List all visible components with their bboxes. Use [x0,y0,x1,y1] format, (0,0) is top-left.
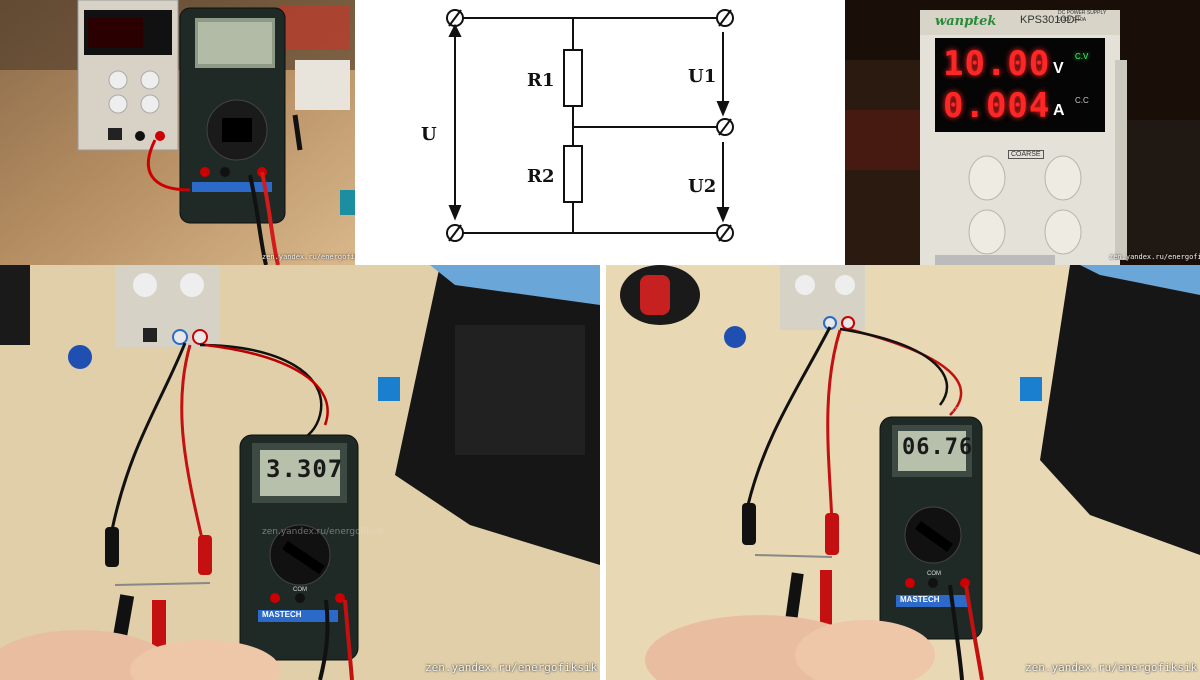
psu-current-unit: A [1053,102,1065,119]
watermark-bottom-right: zen.yandex.ru/energofiksik [1025,661,1198,674]
voltage-divider-schematic: R1 R2 U U1 U2 [355,0,845,265]
psu-model: KPS3010DF [1020,14,1082,26]
resistor-r1 [563,49,583,107]
photo-setup-overview: zen.yandex.ru/energofiksik [0,0,355,265]
multimeter-reading-u1: 3.307 [266,455,344,483]
psu-cv-indicator: C.V [1075,52,1089,61]
multimeter-lcd [260,450,340,496]
label-r2: R2 [527,166,554,187]
multimeter-brand-right: MASTECH [900,595,940,604]
photo-power-supply: wanptek KPS3010DF DC POWER SUPPLY 0-30V … [845,0,1200,265]
watermark-bottom-right-center: zen.yandex.ru/energofiksik [845,405,967,415]
psu-range: 0-30V 0-10A [1058,17,1087,23]
label-u: U [421,124,437,145]
psu-mini-display [88,18,143,48]
multimeter-com-right: COM [927,571,941,577]
psu-brand: wanptek [935,14,997,29]
psu-display-panel [935,38,1105,132]
watermark-bottom-left-center: zen.yandex.ru/energofiksik [262,527,384,537]
watermark-top-right: zen.yandex.ru/energofiksik [1109,253,1200,261]
photo-measure-u2: 06.76 MASTECH COM zen.yandex.ru/energofi… [600,265,1200,680]
psu-voltage-unit: V [1053,60,1064,77]
label-r1: R1 [527,70,554,91]
multimeter-reading-u2: 06.76 [902,435,974,460]
watermark-top-left: zen.yandex.ru/energofiksik [262,253,355,261]
terminals [446,9,734,242]
resistor-r2 [563,145,583,203]
photo-measure-u1: 3.307 MASTECH COM zen.yandex.ru/energofi… [0,265,600,680]
psu-voltage-reading: 10.00 [943,44,1051,84]
laptop [1040,265,1200,555]
psu-knob-label: COARSE [1008,150,1044,159]
multimeter-com-left: COM [293,587,307,593]
psu-type: DC POWER SUPPLY [1058,10,1107,16]
label-u2: U2 [688,176,716,197]
multimeter-lcd [898,431,966,471]
label-u1: U1 [688,66,716,87]
watermark-bottom-left: zen.yandex.ru/energofiksik [425,661,598,674]
psu-cc-indicator: C.C [1075,96,1089,105]
multimeter-brand-left: MASTECH [262,610,302,619]
psu-current-reading: 0.004 [943,86,1051,126]
